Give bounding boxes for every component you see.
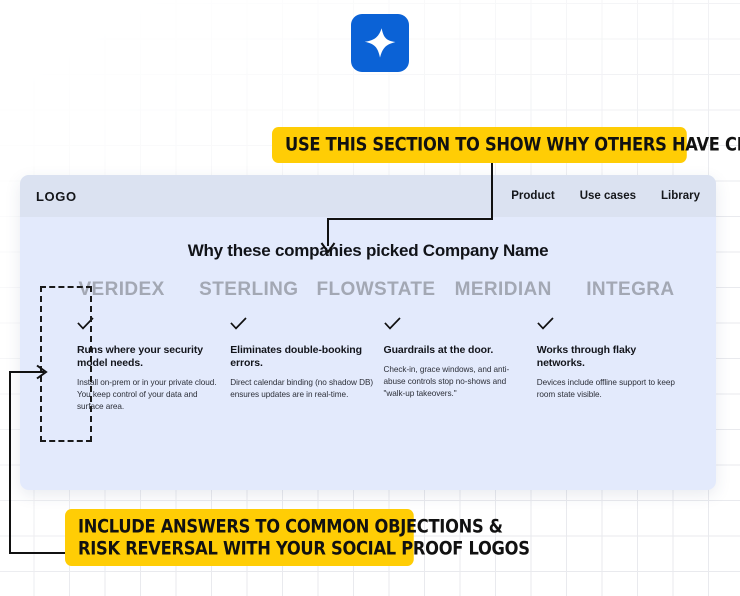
- check-icon: [77, 317, 222, 336]
- feature-title: Eliminates double-booking errors.: [230, 344, 362, 369]
- site-nav: Product Use cases Library: [511, 190, 700, 202]
- site-header-bar: LOGO Product Use cases Library: [20, 175, 716, 217]
- site-logo-placeholder: LOGO: [36, 188, 77, 204]
- nav-link-library[interactable]: Library: [661, 190, 700, 202]
- check-icon: [230, 317, 375, 336]
- feature-description: Install on-prem or in your private cloud…: [77, 378, 217, 411]
- feature-title: Runs where your security model needs.: [77, 344, 203, 369]
- feature-column-3: Guardrails at the door. Check-in, grace …: [384, 317, 529, 413]
- callout-banner-bottom: INCLUDE ANSWERS TO COMMON OBJECTIONS & R…: [65, 509, 530, 566]
- check-icon: [537, 317, 682, 336]
- callout-top-text: USE THIS SECTION TO SHOW WHY OTHERS HAVE…: [285, 134, 740, 156]
- app-logo-mark: [351, 14, 409, 72]
- website-mockup-card: LOGO Product Use cases Library Why these…: [20, 175, 716, 490]
- company-logo-veridex: VERIDEX: [78, 279, 165, 300]
- feature-title: Guardrails at the door.: [383, 344, 494, 356]
- company-logo-meridian: MERIDIAN: [454, 279, 552, 300]
- company-logo-sterling: STERLING: [199, 279, 299, 300]
- callout-bottom-line-2: RISK REVERSAL WITH YOUR SOCIAL PROOF LOG…: [78, 538, 530, 560]
- section-headline: Why these companies picked Company Name: [187, 241, 549, 260]
- feature-description: Direct calendar binding (no shadow DB) e…: [230, 378, 374, 399]
- feature-column-2: Eliminates double-booking errors. Direct…: [230, 317, 375, 413]
- feature-column-4: Works through flaky networks. Devices in…: [537, 317, 682, 413]
- company-logo-flowstate: FLOWSTATE: [316, 279, 436, 300]
- four-point-star-icon: [363, 26, 397, 60]
- check-icon: [383, 317, 529, 336]
- site-body: Why these companies picked Company Name …: [20, 241, 716, 490]
- feature-description: Devices include offline support to keep …: [536, 378, 675, 399]
- nav-link-product[interactable]: Product: [511, 190, 555, 202]
- feature-description: Check-in, grace windows, and anti-abuse …: [383, 365, 510, 398]
- callout-bottom-line-1: INCLUDE ANSWERS TO COMMON OBJECTIONS &: [78, 516, 503, 538]
- company-logo-integra: INTEGRA: [586, 279, 675, 300]
- feature-column-1: Runs where your security model needs. In…: [77, 317, 222, 413]
- callout-banner-top: USE THIS SECTION TO SHOW WHY OTHERS HAVE…: [272, 127, 740, 163]
- feature-title: Works through flaky networks.: [536, 344, 637, 369]
- nav-link-use-cases[interactable]: Use cases: [579, 190, 636, 202]
- feature-columns: Runs where your security model needs. In…: [20, 317, 716, 413]
- company-logo-row: VERIDEX STERLING FLOWSTATE MERIDIAN INTE…: [20, 279, 716, 301]
